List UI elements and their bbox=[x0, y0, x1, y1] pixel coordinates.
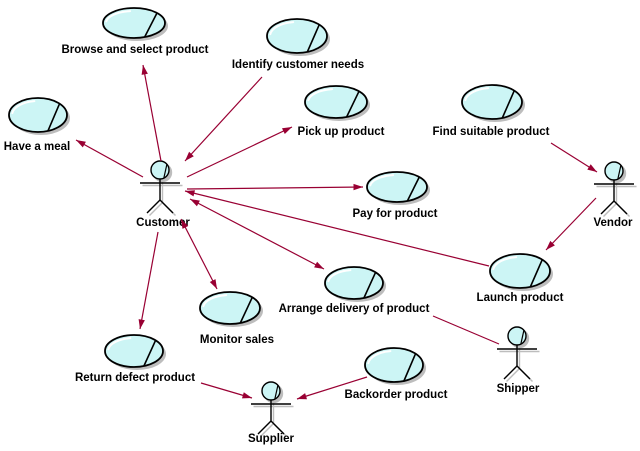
highlight-arc-find-suitable bbox=[464, 87, 490, 102]
shadow-customer-part2 bbox=[149, 202, 163, 216]
arrowhead-icon-customer-arrange-two-way-end bbox=[314, 261, 324, 269]
fold-notch-icon-shipper bbox=[520, 330, 525, 345]
arrowhead-icon-launch-to-customer-end bbox=[185, 190, 195, 197]
fold-notch-icon-launch bbox=[529, 259, 544, 288]
highlight-arc-pay bbox=[369, 174, 395, 187]
arrowhead-icon-identify-to-customer-end bbox=[185, 151, 194, 161]
highlight-arc-identify bbox=[269, 21, 295, 36]
arrowhead-icon-backorder-to-supplier-end bbox=[297, 393, 307, 400]
actor-shipper-part3 bbox=[516, 365, 531, 380]
fold-notch-icon-backorder bbox=[403, 353, 417, 382]
fold-notch-icon-supplier bbox=[274, 385, 279, 400]
fold-notch-icon-return-defect bbox=[143, 339, 157, 367]
use-case-label-arrange: Arrange delivery of product bbox=[279, 303, 430, 315]
actor-label-customer: Customer bbox=[136, 217, 190, 229]
actor-customer[interactable] bbox=[150, 160, 170, 180]
use-case-pickup[interactable] bbox=[304, 85, 368, 119]
use-case-label-launch: Launch product bbox=[477, 292, 564, 304]
connector-customer-monitor-two-way[interactable] bbox=[180, 218, 218, 290]
highlight-arc-have-meal bbox=[11, 100, 36, 115]
arrowhead-icon-find-suitable-to-vendor-end bbox=[587, 164, 597, 172]
use-case-browse[interactable] bbox=[102, 7, 166, 39]
shadow-shipper-part2 bbox=[506, 368, 520, 382]
arrowhead-icon-return-defect-to-supplier-end bbox=[242, 392, 252, 399]
connector-customer-to-browse[interactable] bbox=[142, 64, 162, 162]
connector-launch-to-customer[interactable] bbox=[184, 190, 490, 267]
arrowhead-icon-customer-to-browse-end bbox=[141, 65, 148, 75]
fold-notch-icon-find-suitable bbox=[501, 90, 516, 119]
use-case-return-defect[interactable] bbox=[104, 334, 164, 368]
highlight-arc-backorder bbox=[367, 350, 392, 365]
use-case-backorder[interactable] bbox=[364, 347, 424, 383]
actor-label-shipper: Shipper bbox=[497, 383, 540, 395]
use-case-label-pickup: Pick up product bbox=[298, 126, 385, 138]
highlight-arc-return-defect bbox=[107, 337, 132, 351]
actor-label-supplier: Supplier bbox=[248, 433, 295, 445]
arrowhead-icon-customer-to-return-defect-end bbox=[138, 319, 145, 329]
actor-customer-part2 bbox=[146, 199, 161, 214]
use-case-label-identify: Identify customer needs bbox=[232, 59, 364, 71]
arrowhead-icon-customer-to-pay-end bbox=[353, 183, 363, 191]
actor-label-vendor: Vendor bbox=[594, 217, 634, 229]
fold-notch-icon-have-meal bbox=[47, 103, 61, 132]
use-case-have-meal[interactable] bbox=[8, 97, 68, 133]
actor-shipper-part2 bbox=[503, 365, 518, 380]
highlight-arc-browse bbox=[105, 10, 132, 23]
arrowhead-icon-customer-to-pickup-end bbox=[282, 127, 292, 134]
highlight-arc-arrange bbox=[327, 269, 352, 283]
actor-customer-part3 bbox=[159, 199, 174, 214]
actor-vendor-part3 bbox=[613, 200, 628, 215]
fold-notch-icon-identify bbox=[306, 24, 321, 53]
use-case-identify[interactable] bbox=[266, 18, 328, 54]
use-case-launch[interactable] bbox=[489, 253, 551, 289]
actor-supplier-part2 bbox=[257, 420, 272, 435]
use-case-monitor[interactable] bbox=[199, 291, 261, 325]
connector-backorder-to-supplier[interactable] bbox=[296, 376, 368, 400]
use-case-pay[interactable] bbox=[366, 171, 428, 203]
actor-vendor-part2 bbox=[600, 200, 615, 215]
shadow-supplier-part2 bbox=[260, 423, 274, 437]
actor-supplier[interactable] bbox=[261, 381, 281, 401]
use-case-label-browse: Browse and select product bbox=[62, 44, 209, 56]
use-case-arrange[interactable] bbox=[324, 266, 384, 300]
arrowhead-icon-vendor-to-launch-end bbox=[546, 240, 555, 250]
connector-arrange-to-shipper[interactable] bbox=[432, 315, 500, 345]
fold-notch-icon-browse bbox=[143, 12, 158, 38]
arrowhead-icon-customer-arrange-two-way-start bbox=[190, 199, 200, 207]
connector-customer-to-have-meal[interactable] bbox=[75, 139, 144, 178]
connector-customer-to-return-defect[interactable] bbox=[139, 231, 159, 330]
actor-shipper[interactable] bbox=[507, 326, 527, 346]
fold-notch-icon-pickup bbox=[345, 90, 360, 118]
connector-vendor-to-launch[interactable] bbox=[545, 197, 597, 251]
use-case-label-backorder: Backorder product bbox=[345, 389, 448, 401]
use-case-label-return-defect: Return defect product bbox=[75, 372, 195, 384]
fold-notch-icon-arrange bbox=[363, 271, 377, 299]
highlight-arc-monitor bbox=[202, 294, 228, 308]
fold-notch-icon-monitor bbox=[239, 296, 254, 324]
arrowhead-icon-customer-monitor-two-way-start bbox=[181, 219, 189, 229]
shadow-vendor-part2 bbox=[603, 203, 617, 217]
arrowhead-icon-customer-monitor-two-way-end bbox=[209, 279, 217, 289]
fold-notch-icon-vendor bbox=[617, 165, 622, 180]
use-case-find-suitable[interactable] bbox=[461, 84, 523, 120]
connector-customer-to-pay[interactable] bbox=[186, 186, 364, 190]
use-case-label-pay: Pay for product bbox=[353, 208, 438, 220]
actor-supplier-part3 bbox=[270, 420, 285, 435]
actor-vendor[interactable] bbox=[604, 161, 624, 181]
highlight-arc-launch bbox=[492, 256, 518, 271]
fold-notch-icon-pay bbox=[406, 176, 421, 202]
use-case-label-find-suitable: Find suitable product bbox=[433, 126, 550, 138]
connector-customer-to-pickup[interactable] bbox=[186, 126, 293, 178]
connector-customer-arrange-two-way[interactable] bbox=[189, 198, 325, 270]
connector-identify-to-customer[interactable] bbox=[184, 76, 263, 162]
fold-notch-icon-customer bbox=[163, 164, 168, 179]
use-case-label-have-meal: Have a meal bbox=[4, 141, 71, 153]
arrowhead-icon-customer-to-have-meal-end bbox=[76, 140, 86, 148]
use-case-label-monitor: Monitor sales bbox=[200, 334, 274, 346]
highlight-arc-pickup bbox=[307, 88, 334, 102]
